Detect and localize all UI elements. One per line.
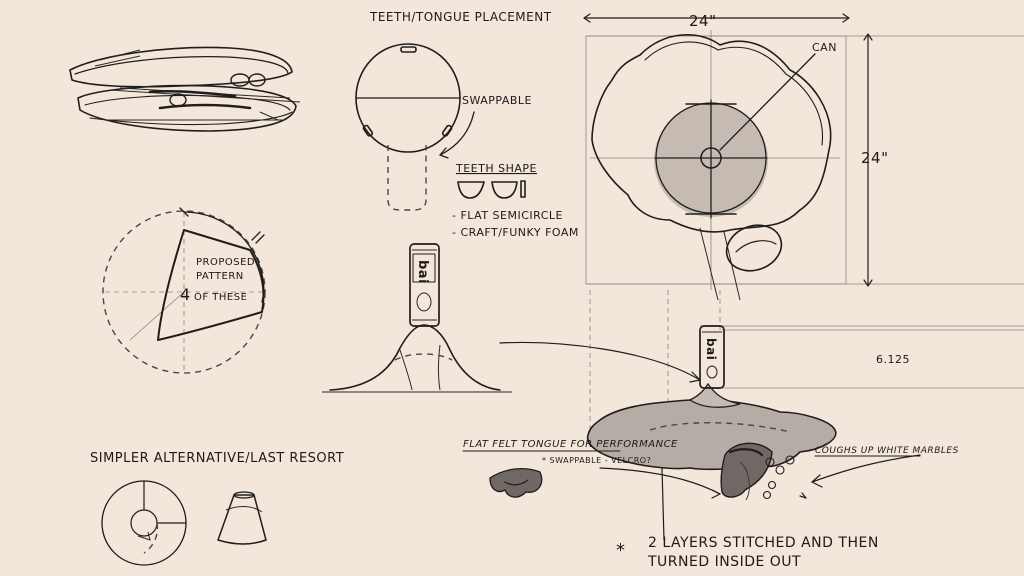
height-dimension: 24"	[861, 149, 889, 167]
simpler-alternative-title: SIMPLER ALTERNATIVE/LAST RESORT	[90, 451, 344, 466]
pattern-diagram	[102, 207, 266, 374]
layers-note-2: TURNED INSIDE OUT	[647, 554, 801, 570]
top-view-diagram	[583, 13, 1024, 301]
of-these-label: OF THESE	[194, 292, 247, 303]
flat-semicircle-note: - FLAT SEMICIRCLE	[452, 209, 563, 222]
proposed-label-2: PATTERN	[196, 271, 244, 282]
can-brand-label: bai	[415, 260, 430, 284]
teeth-shape-icons	[457, 180, 526, 199]
layers-note-1: 2 LAYERS STITCHED AND THEN	[648, 535, 879, 551]
proposed-label-1: PROPOSED	[196, 257, 255, 268]
swappable-note: SWAPPABLE	[462, 94, 532, 107]
teeth-shape-title: TEETH SHAPE	[455, 162, 537, 175]
can-label: CAN	[812, 41, 837, 54]
felt-tongue-sketch	[489, 467, 543, 498]
can-on-cone: bai	[322, 243, 512, 393]
coughs-marbles-label: COUGHS UP WHITE MARBLES	[815, 446, 959, 456]
teeth-tongue-placement-title: TEETH/TONGUE PLACEMENT	[369, 10, 552, 24]
final-blob-diagram: bai	[499, 290, 1024, 541]
placement-diagram	[355, 43, 475, 211]
swappable-velcro-label: * SWAPPABLE - VELCRO?	[542, 456, 651, 465]
width-dimension: 24"	[689, 12, 717, 30]
felt-tongue-label: FLAT FELT TONGUE FOR PERFORMANCE	[463, 439, 678, 450]
asterisk-mark: *	[616, 540, 626, 561]
can-brand-label-small: bai	[704, 338, 718, 360]
simpler-alternative-sketch	[101, 480, 267, 566]
clam-mouth-sketch	[69, 46, 301, 132]
four-count: 4	[180, 285, 191, 304]
height-value: 6.125	[876, 353, 910, 366]
craft-foam-note: - CRAFT/FUNKY FOAM	[452, 226, 579, 239]
